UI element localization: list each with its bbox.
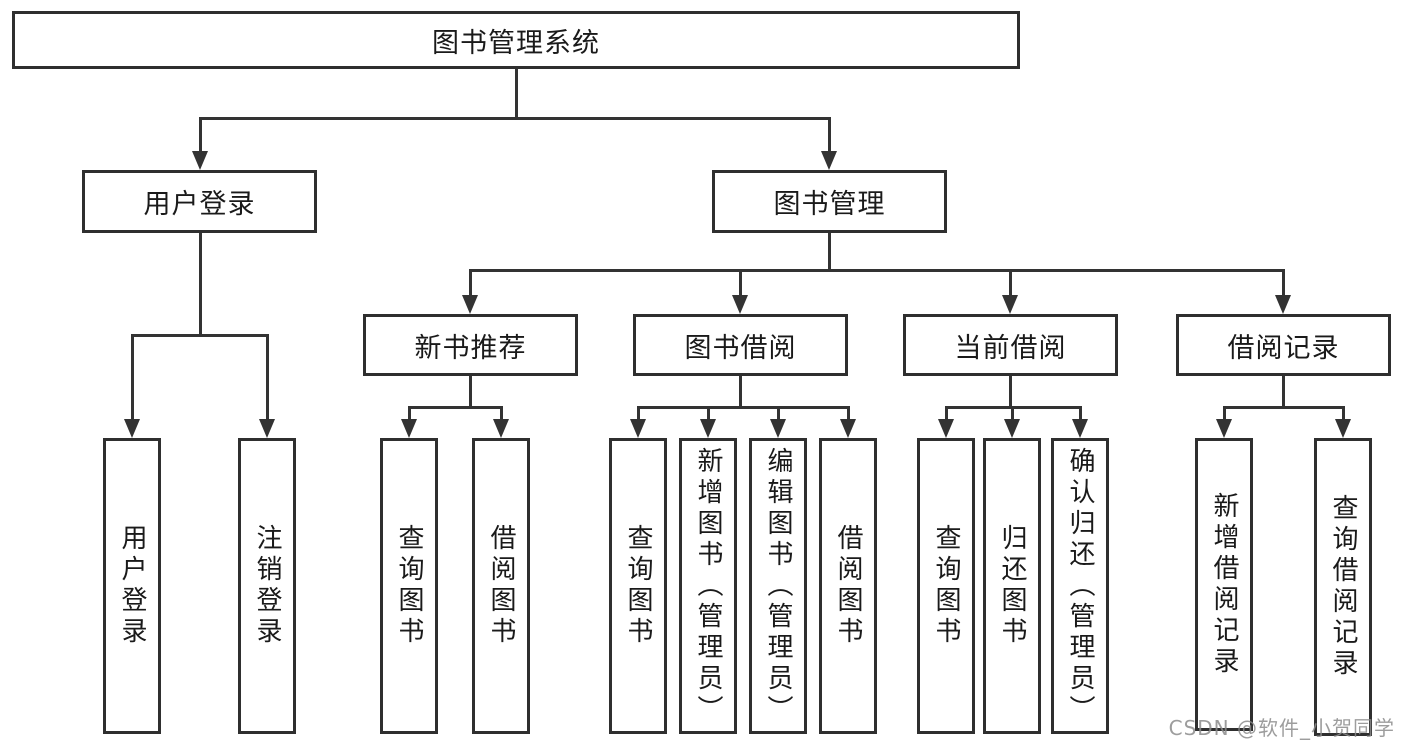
connector-line: [199, 117, 831, 120]
node-cb-return-books-label: 归还图书: [997, 524, 1027, 648]
node-bb-borrow-books-label: 借阅图书: [833, 524, 863, 648]
arrow-down-icon: [401, 419, 417, 438]
connector-line: [1009, 376, 1012, 408]
node-cb-query-books: 查询图书: [917, 438, 975, 734]
node-br-add-record: 新增借阅记录: [1195, 438, 1253, 731]
arrow-down-icon: [630, 419, 646, 438]
connector-line: [131, 334, 269, 337]
connector-line: [707, 406, 710, 421]
node-rec-query-books-label: 查询图书: [394, 524, 424, 648]
connector-line: [1079, 406, 1082, 421]
node-borrow-records: 借阅记录: [1176, 314, 1391, 376]
node-borrow-records-label: 借阅记录: [1227, 332, 1340, 364]
node-cb-return-books: 归还图书: [983, 438, 1041, 734]
node-bb-edit-books: 编辑图书（管理员）: [749, 438, 807, 734]
arrow-down-icon: [124, 419, 140, 438]
connector-line: [199, 117, 202, 153]
node-book-mgmt: 图书管理: [712, 170, 947, 233]
connector-line: [637, 406, 849, 409]
node-logout-leaf: 注销登录: [238, 438, 296, 734]
connector-line: [266, 334, 269, 421]
connector-line: [828, 233, 831, 271]
arrow-down-icon: [732, 295, 748, 314]
arrow-down-icon: [700, 419, 716, 438]
csdn-watermark: CSDN @软件_小贺同学: [1168, 716, 1395, 740]
node-br-add-record-label: 新增借阅记录: [1209, 491, 1239, 678]
node-user-login-label: 用户登录: [143, 189, 256, 220]
arrow-down-icon: [840, 419, 856, 438]
connector-line: [408, 406, 502, 409]
connector-line: [469, 376, 472, 408]
arrow-down-icon: [938, 419, 954, 438]
connector-line: [739, 269, 742, 297]
connector-line: [469, 269, 472, 297]
arrow-down-icon: [821, 151, 837, 170]
node-rec-query-books: 查询图书: [380, 438, 438, 734]
arrow-down-icon: [1004, 419, 1020, 438]
connector-line: [515, 69, 518, 118]
connector-line: [945, 406, 948, 421]
arrow-down-icon: [259, 419, 275, 438]
node-book-borrow-label: 图书借阅: [684, 332, 797, 364]
connector-line: [199, 233, 202, 336]
connector-line: [828, 117, 831, 153]
connector-line: [847, 406, 850, 421]
node-book-borrow: 图书借阅: [633, 314, 848, 376]
arrow-down-icon: [1275, 295, 1291, 314]
connector-line: [1223, 406, 1226, 421]
node-cb-query-books-label: 查询图书: [931, 524, 961, 648]
connector-line: [469, 269, 1285, 272]
node-rec-borrow-books-label: 借阅图书: [486, 524, 516, 648]
node-root-label: 图书管理系统: [432, 27, 600, 59]
node-bb-add-books-label: 新增图书（管理员）: [693, 446, 723, 726]
node-current-borrow: 当前借阅: [903, 314, 1118, 376]
connector-line: [1282, 269, 1285, 297]
connector-line: [500, 406, 503, 421]
node-root: 图书管理系统: [12, 11, 1020, 69]
node-bb-add-books: 新增图书（管理员）: [679, 438, 737, 734]
node-user-login-leaf: 用户登录: [103, 438, 161, 734]
connector-line: [1342, 406, 1345, 421]
arrow-down-icon: [1072, 419, 1088, 438]
node-book-mgmt-label: 图书管理: [773, 189, 886, 220]
connector-line: [637, 406, 640, 421]
node-bb-query-books: 查询图书: [609, 438, 667, 734]
connector-line: [408, 406, 411, 421]
arrow-down-icon: [493, 419, 509, 438]
node-cb-confirm-return: 确认归还（管理员）: [1051, 438, 1109, 734]
node-bb-borrow-books: 借阅图书: [819, 438, 877, 734]
connector-line: [777, 406, 780, 421]
arrow-down-icon: [1002, 295, 1018, 314]
connector-line: [739, 376, 742, 408]
node-logout-leaf-label: 注销登录: [252, 524, 282, 648]
node-cb-confirm-return-label: 确认归还（管理员）: [1065, 446, 1095, 726]
connector-line: [1009, 269, 1012, 297]
connector-line: [1282, 376, 1285, 408]
node-br-query-record-label: 查询借阅记录: [1328, 494, 1358, 680]
node-user-login-leaf-label: 用户登录: [117, 524, 147, 648]
node-br-query-record: 查询借阅记录: [1314, 438, 1372, 736]
node-new-book-rec-label: 新书推荐: [414, 332, 527, 364]
connector-line: [131, 334, 134, 421]
node-current-borrow-label: 当前借阅: [954, 332, 1067, 364]
arrow-down-icon: [462, 295, 478, 314]
node-new-book-rec: 新书推荐: [363, 314, 578, 376]
arrow-down-icon: [770, 419, 786, 438]
connector-line: [1011, 406, 1014, 421]
node-user-login: 用户登录: [82, 170, 317, 233]
node-bb-query-books-label: 查询图书: [623, 524, 653, 648]
node-bb-edit-books-label: 编辑图书（管理员）: [763, 446, 793, 726]
arrow-down-icon: [1335, 419, 1351, 438]
connector-line: [1223, 406, 1344, 409]
arrow-down-icon: [1216, 419, 1232, 438]
node-rec-borrow-books: 借阅图书: [472, 438, 530, 734]
arrow-down-icon: [192, 151, 208, 170]
